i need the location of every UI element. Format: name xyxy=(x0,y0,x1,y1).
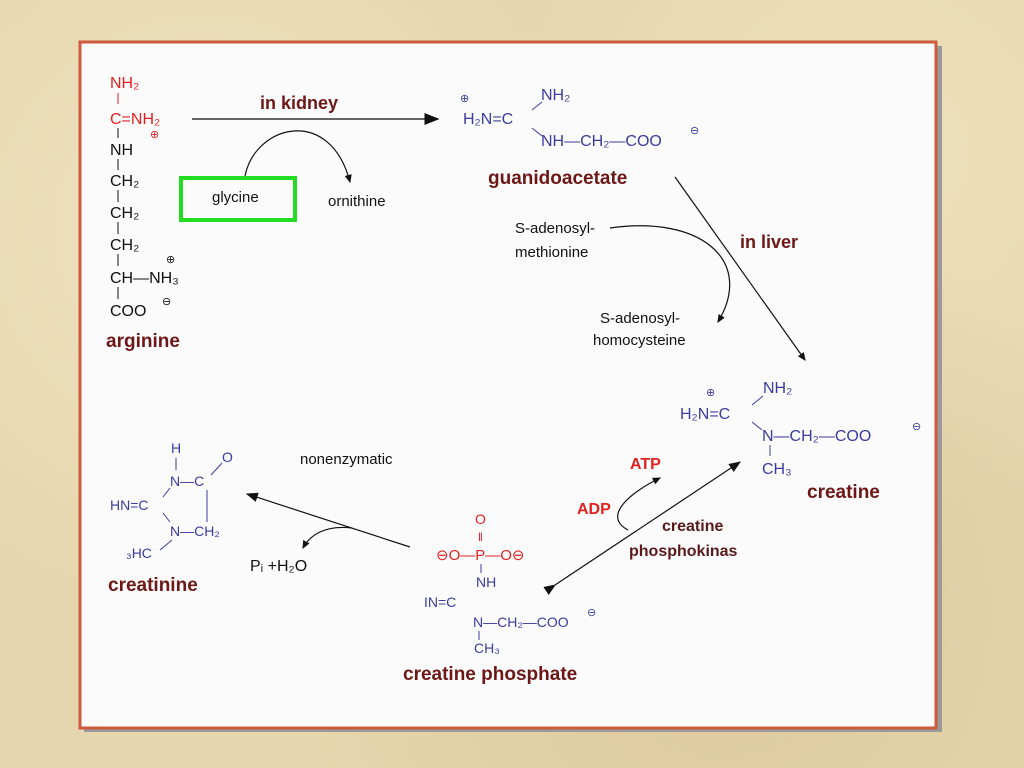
liver-arrow xyxy=(674,176,806,361)
slide-frame xyxy=(78,40,942,732)
arginine-ch2: CH₂ xyxy=(110,205,139,222)
arginine-ch-nh3: CH—NH₃ xyxy=(110,270,179,287)
arginine-nh: NH xyxy=(110,142,133,159)
arginine-ch2: CH₂ xyxy=(110,237,139,254)
sam-label-2: methionine xyxy=(515,244,588,261)
kinase-label: creatine xyxy=(662,518,723,535)
arginine-label: arginine xyxy=(106,331,180,352)
atp-label: ATP xyxy=(630,456,661,473)
phosphate-group: ⊖O—P—O⊖ xyxy=(436,547,524,564)
adp-label: ADP xyxy=(577,501,611,518)
creatine-structure: ⊕ H₂N=C NH₂ N—CH₂—COO ⊖ CH₃ creatine xyxy=(680,380,921,503)
creatine-phosphate-label: creatine phosphate xyxy=(403,664,577,685)
in-liver-label: in liver xyxy=(740,232,798,252)
nonenzymatic-reaction: nonenzymatic Pᵢ +H₂O xyxy=(245,451,411,575)
plus-charge: ⊕ xyxy=(706,387,715,399)
guanidoacetate-h2n: H₂N=C xyxy=(463,111,513,128)
adp-atp-arrow xyxy=(617,477,662,531)
creatinine-ch3: ₃HC xyxy=(126,545,152,561)
creatine-h2n: H₂N=C xyxy=(680,406,730,423)
creatinine-n-ch2: N—CH₂ xyxy=(170,523,220,539)
glycine-highlight-box xyxy=(179,176,297,222)
creatinine-o: O xyxy=(222,449,233,465)
guanidoacetate-label: guanidoacetate xyxy=(488,168,627,189)
sah-label: S-adenosyl- xyxy=(600,310,680,327)
arginine-ch2: CH₂ xyxy=(110,173,139,190)
creatine-label: creatine xyxy=(807,482,880,503)
phosphate-oxygen: O xyxy=(475,511,486,527)
creatinine-h: H xyxy=(171,440,181,456)
sam-label: S-adenosyl- xyxy=(515,220,595,237)
creatine-chain: N—CH₂—COO xyxy=(762,428,871,445)
cp-imino: IN=C xyxy=(424,594,456,610)
creatine-ch3: CH₃ xyxy=(762,461,792,478)
arginine-nh2: NH₂ xyxy=(110,75,139,92)
arginine-structure: NH₂ C=NH₂ ⊕ NH CH₂ CH₂ CH₂ ⊕ CH—NH₃ COO … xyxy=(106,75,180,352)
kinase-reaction: ATP ADP creatine phosphokinas xyxy=(543,456,741,595)
plus-charge: ⊕ xyxy=(166,254,175,266)
kinase-label-2: phosphokinas xyxy=(629,543,738,560)
kidney-reaction: in kidney glycine ornithine xyxy=(179,93,440,222)
ornithine-label: ornithine xyxy=(328,193,386,210)
cp-nh: NH xyxy=(476,574,496,590)
glycine-label: glycine xyxy=(212,189,259,206)
creatinine-n-c: N—C xyxy=(170,473,204,489)
kinase-double-arrow xyxy=(543,461,741,595)
guanidoacetate-chain: NH—CH₂—COO xyxy=(541,133,662,150)
plus-charge: ⊕ xyxy=(150,129,159,141)
double-bond: ‖ xyxy=(478,530,483,544)
minus-charge: ⊖ xyxy=(587,607,596,619)
minus-charge: ⊖ xyxy=(162,296,171,308)
creatinine-hn-c: HN=C xyxy=(110,497,149,513)
pi-water-label: Pᵢ +H₂O xyxy=(250,558,307,575)
glycine-ornithine-arrow xyxy=(244,130,352,184)
minus-charge: ⊖ xyxy=(690,125,699,137)
arginine-coo: COO xyxy=(110,303,146,320)
liver-reaction: in liver S-adenosyl- methionine S-adenos… xyxy=(515,176,806,361)
guanidoacetate-structure: ⊕ H₂N=C NH₂ NH—CH₂—COO ⊖ guanidoacetate xyxy=(460,87,699,189)
creatine-phosphate-structure: O ‖ ⊖O—P—O⊖ NH IN=C N—CH₂—COO ⊖ CH₃ crea… xyxy=(403,511,596,685)
cp-ch3: CH₃ xyxy=(474,640,500,656)
cp-chain: N—CH₂—COO xyxy=(473,614,569,630)
in-kidney-label: in kidney xyxy=(260,93,338,113)
nonenzymatic-arrow xyxy=(245,492,411,548)
minus-charge: ⊖ xyxy=(912,421,921,433)
nonenzymatic-label: nonenzymatic xyxy=(300,451,393,468)
creatinine-label: creatinine xyxy=(108,575,198,596)
creatinine-structure: H N—C O HN=C N—CH₂ ₃HC creatinine xyxy=(108,440,233,596)
pi-release-arrow xyxy=(302,526,353,550)
creatine-nh2: NH₂ xyxy=(763,380,792,397)
guanidoacetate-nh2: NH₂ xyxy=(541,87,570,104)
plus-charge: ⊕ xyxy=(460,93,469,105)
sah-label-2: homocysteine xyxy=(593,332,686,349)
sam-sah-arrow xyxy=(609,225,731,324)
arginine-guanidino: C=NH₂ xyxy=(110,111,160,128)
